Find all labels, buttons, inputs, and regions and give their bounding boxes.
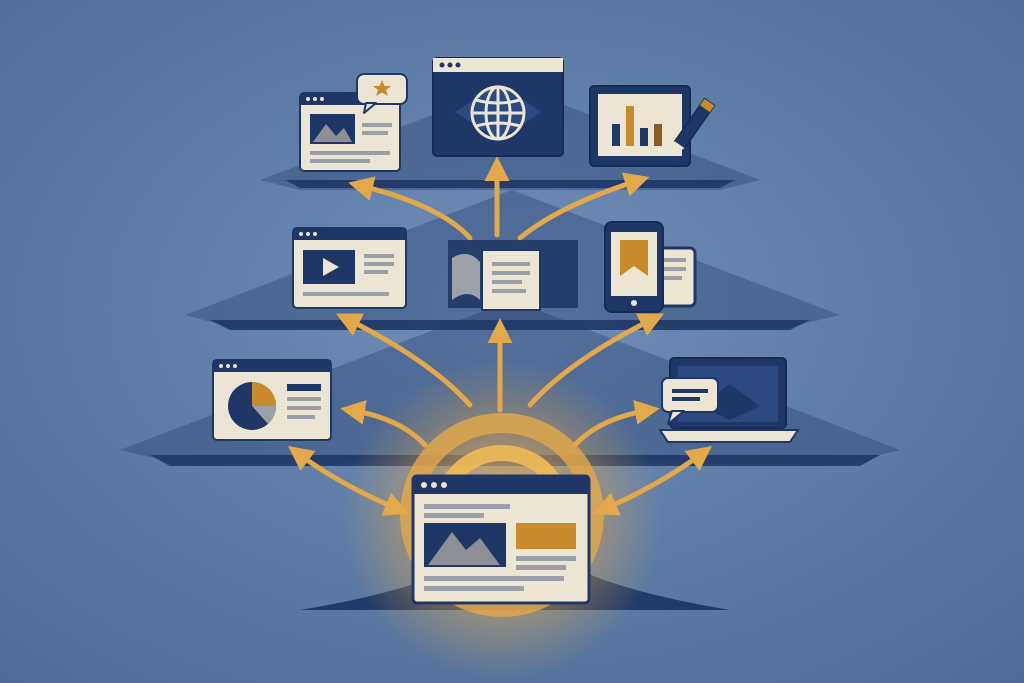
pencil-icon xyxy=(671,97,716,157)
pie-chart-report-node xyxy=(212,359,332,441)
arrow-icon xyxy=(287,446,410,516)
connector-arrows xyxy=(287,156,713,516)
pie-chart-icon xyxy=(228,382,277,430)
arrow-icon xyxy=(336,313,473,408)
laptop-chat-node xyxy=(658,357,800,443)
arrow-icon xyxy=(517,172,650,241)
mobile-bookmark-node xyxy=(604,221,697,313)
central-web-page-icon xyxy=(411,474,591,605)
document-icon xyxy=(481,249,541,311)
tier-2-base xyxy=(210,320,810,330)
arrow-icon xyxy=(572,400,660,448)
globe-icon xyxy=(470,85,526,141)
play-button-icon xyxy=(303,250,355,284)
arrow-icon xyxy=(592,446,713,516)
arrow-icon xyxy=(527,313,664,408)
video-content-node xyxy=(292,227,407,309)
arrow-icon xyxy=(348,176,473,241)
star-speech-bubble-icon xyxy=(356,73,408,114)
analytics-editing-node xyxy=(589,85,716,167)
laptop-speech-bubble-icon xyxy=(658,357,800,443)
smartphone-bookmark-icon xyxy=(604,221,664,313)
website-globe-node xyxy=(432,57,564,157)
arrow-icon xyxy=(340,400,428,448)
bar-chart-icon xyxy=(612,106,662,146)
image-card-icon xyxy=(310,114,355,144)
tier-1-base xyxy=(285,180,735,188)
media-card-with-comment-node xyxy=(299,73,408,172)
document-page-node xyxy=(448,240,578,311)
